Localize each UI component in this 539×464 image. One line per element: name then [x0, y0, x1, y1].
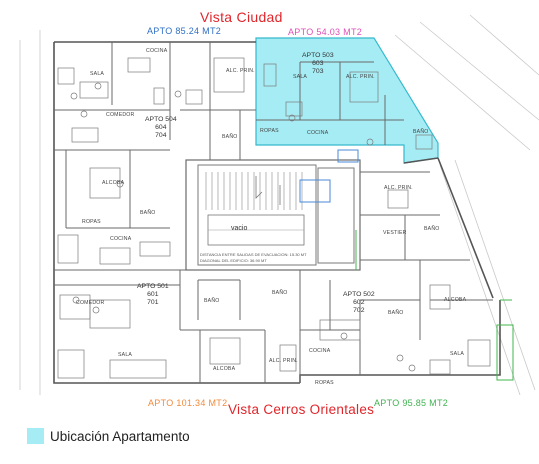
room-bano-503: BAÑO	[413, 129, 429, 135]
room-alc-prin-503: ALC. PRIN.	[346, 74, 375, 80]
apto-area-bottom-left: APTO 101.34 MT2	[148, 398, 228, 408]
room-alcoba: ALCOBA	[102, 180, 125, 186]
room-bano: BAÑO	[222, 134, 238, 140]
unit-502-name: APTO 502	[343, 291, 375, 298]
diagonal-note: DIAGONAL DEL EDIFICIO: 36.90 MT	[200, 258, 267, 263]
room-ropas: ROPAS	[82, 219, 101, 225]
street-lines	[19, 14, 539, 396]
room-sala-br: SALA	[450, 351, 465, 357]
room-bano-bl: BAÑO	[204, 298, 220, 304]
room-vestier: VESTIER	[383, 230, 407, 236]
room-bano-left: BAÑO	[140, 210, 156, 216]
unit-501-floor-6: 601	[147, 291, 159, 298]
unit-504-floor-6: 604	[155, 124, 167, 131]
room-cocina-left: COCINA	[110, 236, 132, 242]
room-vacio: vacio	[231, 225, 248, 232]
room-alcoba-right: ALCOBA	[444, 297, 467, 303]
unit-501-floor-7: 701	[147, 299, 159, 306]
room-ropas-503: ROPAS	[260, 128, 279, 134]
view-title-top: Vista Ciudad	[200, 9, 283, 25]
legend-swatch	[27, 428, 44, 444]
apto-area-bottom-right: APTO 95.85 MT2	[374, 398, 449, 408]
unit-501-name: APTO 501	[137, 283, 169, 290]
furniture	[57, 57, 491, 379]
unit-502-floor-6: 602	[353, 299, 365, 306]
room-bano-bc: BAÑO	[272, 290, 288, 296]
unit-503-floor-6: 603	[312, 60, 324, 67]
apartment-503-highlight	[255, 37, 439, 164]
unit-504-floor-7: 704	[155, 132, 167, 139]
unit-504: APTO 504 604 704	[145, 116, 177, 140]
room-sala-bl: SALA	[118, 352, 133, 358]
evacuation-note: DISTANCIA ENTRE SALIDAS DE EVACUACION: 1…	[200, 252, 307, 257]
room-bano-right-2: BAÑO	[388, 310, 404, 316]
unit-503: APTO 503 603 703	[302, 52, 334, 76]
apto-area-top-right: APTO 54.03 MT2	[288, 27, 363, 37]
room-alc-prin-bl: ALC. PRIN.	[269, 358, 298, 364]
room-cocina-br: COCINA	[309, 348, 331, 354]
room-ropas-br: ROPAS	[315, 380, 334, 386]
apto-area-top-left: APTO 85.24 MT2	[147, 26, 222, 36]
unit-503-floor-7: 703	[312, 68, 324, 75]
unit-502-floor-7: 702	[353, 307, 365, 314]
room-comedor: COMEDOR	[106, 112, 135, 118]
view-title-bottom: Vista Cerros Orientales	[228, 402, 375, 417]
room-alc-prin-right: ALC. PRIN.	[384, 185, 413, 191]
room-comedor-bl: COMEDOR	[76, 300, 105, 306]
accent-marks	[299, 149, 514, 381]
unit-501: APTO 501 601 701	[137, 283, 169, 307]
unit-504-name: APTO 504	[145, 116, 177, 123]
room-sala: SALA	[90, 71, 105, 77]
unit-503-name: APTO 503	[302, 52, 334, 59]
room-cocina-503: COCINA	[307, 130, 329, 136]
room-alc-prin: ALC. PRIN.	[226, 68, 255, 74]
legend-label: Ubicación Apartamento	[50, 429, 190, 444]
room-sala-503: SALA	[293, 74, 308, 80]
room-cocina: COCINA	[146, 48, 168, 54]
room-bano-right-1: BAÑO	[424, 226, 440, 232]
unit-502: APTO 502 602 702	[343, 291, 375, 315]
stair-core	[185, 159, 361, 271]
room-alcoba-bl: ALCOBA	[213, 366, 236, 372]
